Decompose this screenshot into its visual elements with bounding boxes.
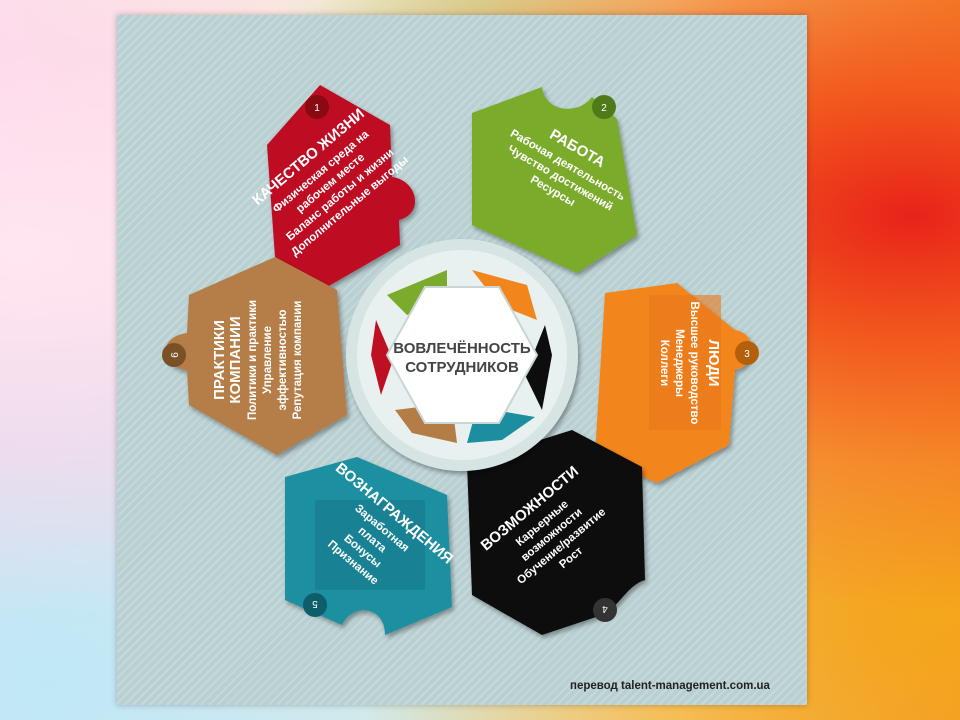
- diagram-panel: 1 КАЧЕСТВО ЖИЗНИ Физическая среда на раб…: [117, 15, 807, 705]
- segment-title: ПРАКТИКИ: [211, 320, 228, 400]
- center-title: ВОВЛЕЧЁННОСТЬ: [393, 340, 531, 357]
- segment-number: 6: [170, 352, 181, 358]
- segment-item: Коллеги: [658, 340, 670, 386]
- center-ring: ВОВЛЕЧЁННОСТЬ СОТРУДНИКОВ: [346, 239, 578, 471]
- segment-number: 3: [744, 349, 750, 360]
- segment-title: КОМПАНИИ: [227, 316, 244, 403]
- segment-number: 2: [601, 103, 607, 114]
- segment-work: 2 РАБОТА Рабочая деятельность Чувство до…: [472, 87, 637, 273]
- segment-company-practices: 6 ПРАКТИКИ КОМПАНИИ Политики и практики …: [162, 257, 347, 455]
- segment-rewards: 5 ВОЗНАГРАЖДЕНИЯ Заработная плата Бонусы…: [285, 457, 456, 635]
- center-title: СОТРУДНИКОВ: [405, 359, 519, 376]
- segment-number: 1: [314, 103, 320, 114]
- segment-number: 5: [312, 598, 318, 609]
- segment-title: ЛЮДИ: [705, 339, 722, 386]
- segment-quality-of-life: 1 КАЧЕСТВО ЖИЗНИ Физическая среда на раб…: [249, 85, 416, 287]
- credit-text: перевод talent-management.com.ua: [570, 680, 770, 692]
- segment-item: Высшее руководство: [688, 302, 700, 425]
- segment-item: эффективностью: [277, 309, 289, 410]
- ring-segment: [371, 320, 393, 395]
- segment-item: Менеджеры: [673, 329, 685, 397]
- engagement-diagram: 1 КАЧЕСТВО ЖИЗНИ Физическая среда на раб…: [162, 85, 759, 635]
- segment-people: 3 ЛЮДИ Высшее руководство Менеджеры Колл…: [595, 283, 759, 483]
- segment-item: Управление: [262, 326, 274, 394]
- segment-opportunities: 4 ВОЗМОЖНОСТИ Карьерные возможности Обуч…: [467, 430, 645, 635]
- ring-segment: [525, 325, 552, 410]
- segment-item: Репутация компании: [292, 301, 304, 420]
- center-hexagon: [385, 286, 539, 424]
- segment-number: 4: [602, 603, 608, 614]
- segment-item: Политики и практики: [247, 300, 259, 420]
